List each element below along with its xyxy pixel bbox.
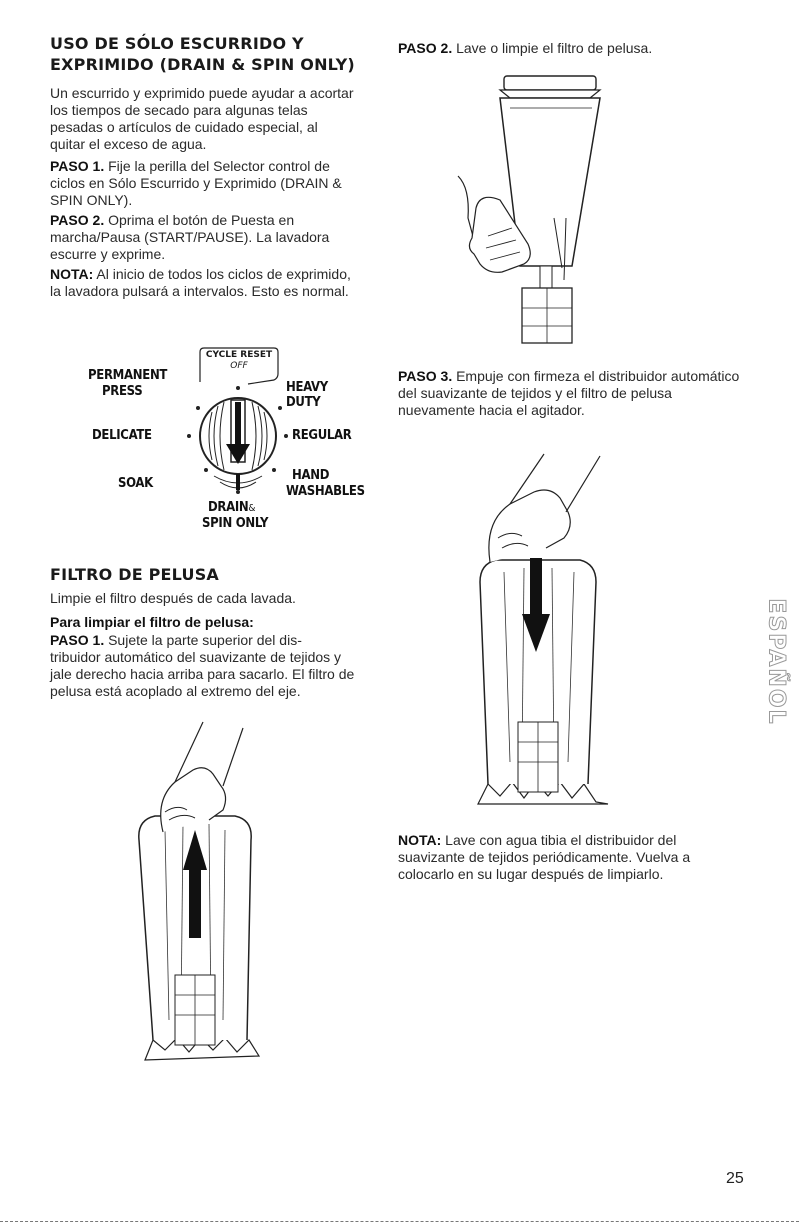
drain-spin-intro: Un escurrido y exprimido puede ayudar a …: [50, 85, 354, 152]
dial-label-press: PRESS: [102, 384, 143, 399]
lint-filter-subtitle: Para limpiar el filtro de pelusa:: [50, 614, 254, 630]
dial-label-permanent: PERMANENT: [88, 368, 168, 383]
dial-label-drain: DRAIN&: [208, 500, 256, 515]
lint-filter-step-1: PASO 1. Sujete la parte superior del dis…: [50, 632, 355, 699]
dispenser-pull-up-icon: [138, 721, 261, 1061]
faucet-filter-icon: [457, 75, 602, 344]
dial-label-spin-only: SPIN ONLY: [202, 516, 269, 531]
dispenser-push-down-icon: [477, 453, 609, 805]
dispenser-install-illustration: [470, 452, 620, 812]
filter-washing-illustration: [440, 68, 630, 353]
section-title-lint-filter: FILTRO DE PELUSA: [50, 565, 219, 584]
section-title-drain-spin: USO DE SÓLO ESCURRIDO Y EXPRIMIDO (DRAIN…: [50, 34, 355, 74]
dial-cycle-reset-label: CYCLE RESET OFF: [205, 350, 273, 371]
dispenser-cleaning-note: NOTA: Lave con agua tibia el distribuido…: [398, 832, 691, 882]
language-side-tab: ESPAÑOL: [763, 598, 789, 726]
drain-spin-step-1: PASO 1. Fije la perilla del Selector con…: [50, 158, 342, 208]
lint-filter-step-3: PASO 3. Empuje con firmeza el distribuid…: [398, 368, 740, 418]
page-number: 25: [726, 1170, 744, 1187]
dial-label-soak: SOAK: [118, 476, 153, 491]
dial-label-hand: HAND: [292, 468, 330, 483]
dispenser-remove-illustration: [125, 720, 275, 1065]
lint-filter-intro: Limpie el filtro después de cada lavada.: [50, 590, 296, 606]
drain-spin-note: NOTA: Al inicio de todos los ciclos de e…: [50, 266, 351, 299]
dial-label-washables: WASHABLES: [286, 484, 365, 499]
drain-spin-step-2: PASO 2. Oprima el botón de Puesta en mar…: [50, 212, 330, 262]
dial-label-regular: REGULAR: [292, 428, 352, 443]
lint-filter-step-2: PASO 2. Lave o limpie el filtro de pelus…: [398, 40, 653, 56]
dial-knob-icon: [187, 347, 288, 494]
dial-label-delicate: DELICATE: [92, 428, 152, 443]
dial-label-heavy-duty: HEAVY DUTY: [286, 380, 328, 410]
cycle-selector-dial-illustration: CYCLE RESET OFF PERMANENT PRESS HEAVY DU…: [88, 340, 365, 550]
bottom-cut-line: [0, 1221, 799, 1223]
